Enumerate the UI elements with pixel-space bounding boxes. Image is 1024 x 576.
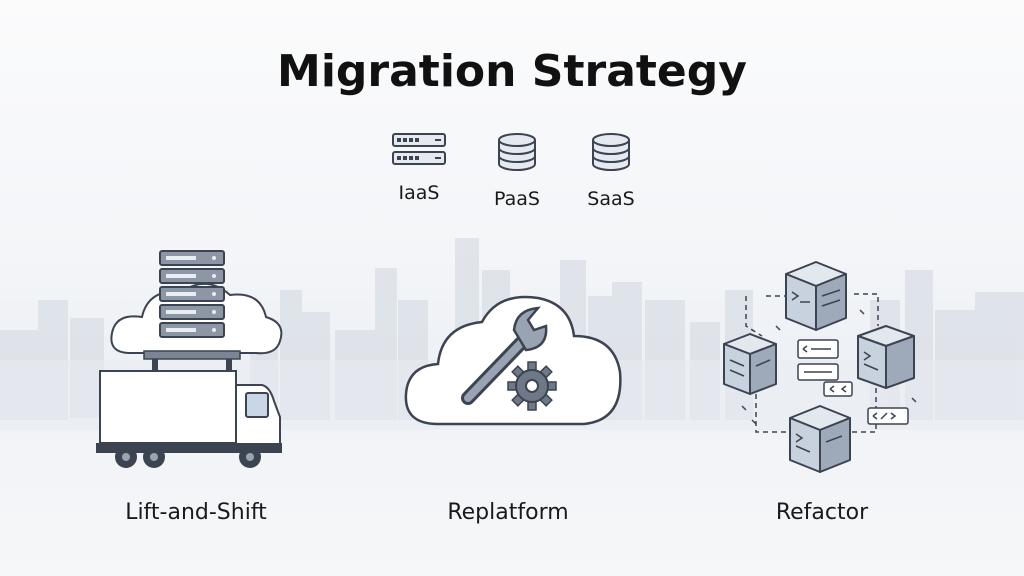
strategy-label-lift-and-shift: Lift-and-Shift (125, 500, 267, 525)
service-model-saas: SaaS (566, 132, 656, 210)
wrench-icon (461, 306, 548, 405)
cloud-wrench-gear-icon (404, 295, 622, 426)
database-icon (592, 133, 630, 171)
truck-with-cloud-servers-icon (96, 250, 283, 468)
database-icon (498, 133, 536, 171)
service-model-paas: PaaS (472, 132, 562, 210)
gear-icon (507, 361, 557, 411)
service-model-label: IaaS (398, 182, 440, 204)
page-title: Migration Strategy (277, 46, 747, 97)
service-model-label: PaaS (494, 188, 540, 210)
service-model-iaas: IaaS (374, 132, 464, 204)
microservice-cubes-icon (723, 261, 917, 473)
strategy-label-refactor: Refactor (775, 500, 869, 525)
server-rack-icon (392, 133, 446, 165)
service-model-label: SaaS (587, 188, 635, 210)
strategy-label-replatform: Replatform (447, 500, 569, 525)
